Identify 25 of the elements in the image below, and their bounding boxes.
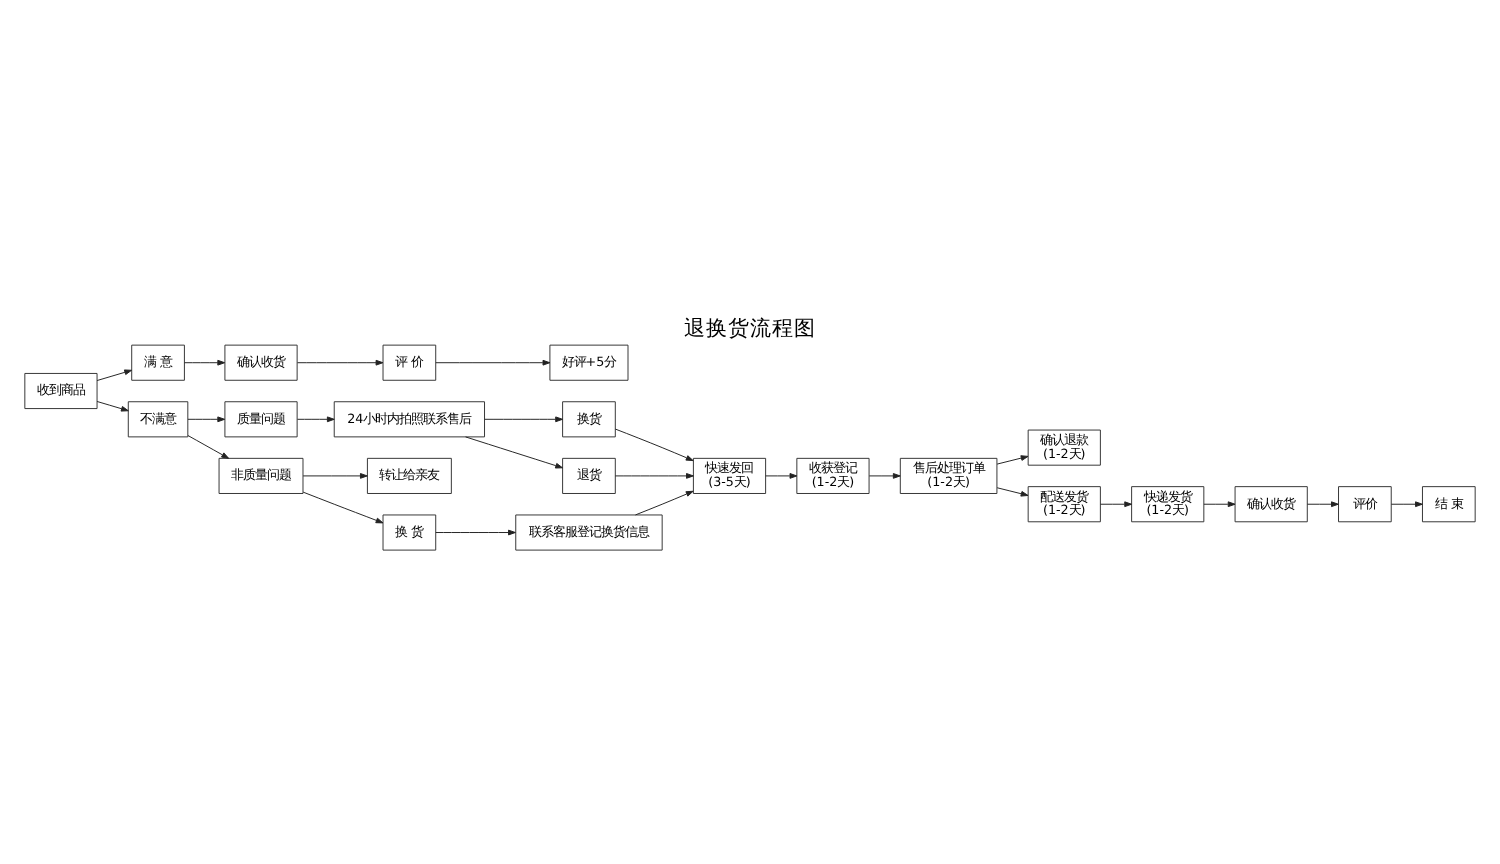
arrow [435,529,516,536]
arrow [1306,501,1339,508]
arrow [435,359,551,366]
arrow [614,473,694,479]
arrow [296,416,335,423]
arrow [184,359,226,366]
arrow [868,473,901,479]
arrow [765,473,798,479]
arrow [996,487,1029,497]
arrow [484,416,563,423]
arrow [635,490,694,516]
arrow [296,359,384,366]
arrow [1203,501,1236,508]
arrow [96,401,129,412]
arrow [302,473,368,479]
arrow [302,491,384,524]
arrow [96,369,133,382]
arrow [614,428,694,462]
diagram-title: 退换货流程图 [684,314,816,341]
arrow [187,435,230,459]
arrow [187,416,226,423]
arrow [465,436,563,469]
arrow [1099,501,1133,508]
arrow [996,455,1029,465]
arrow [1390,501,1423,508]
